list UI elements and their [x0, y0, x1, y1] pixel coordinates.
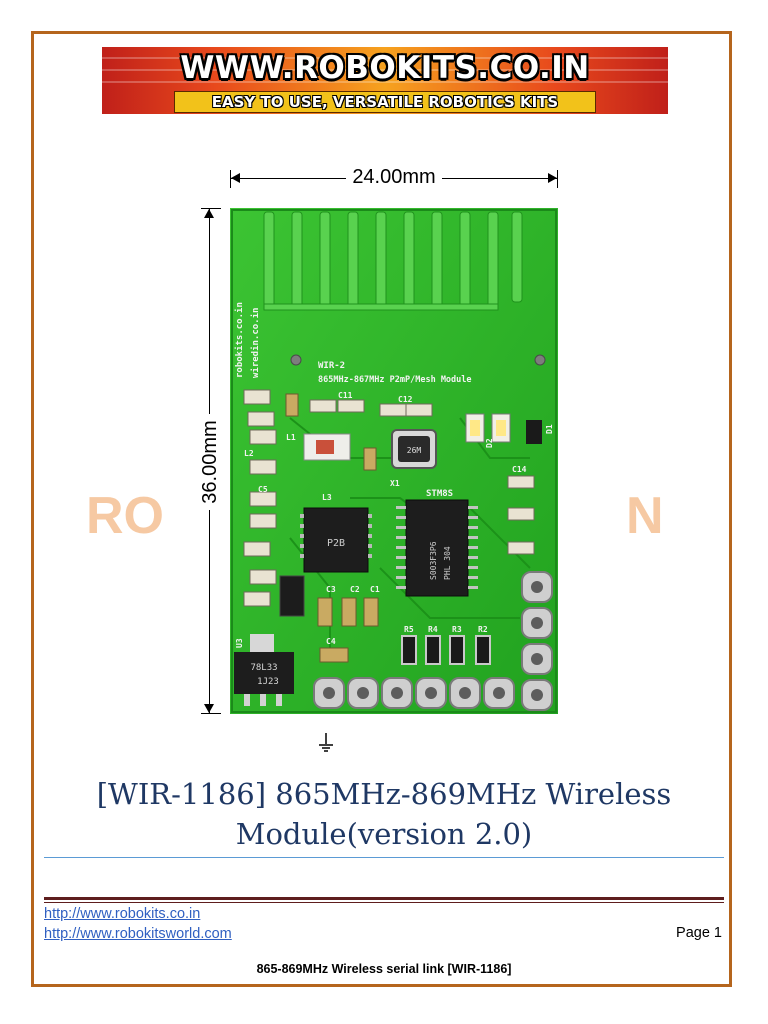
document-title: [WIR-1186] 865MHz-869MHz Wireless Module… — [44, 774, 724, 854]
page-number: Page 1 — [676, 925, 722, 941]
pcb-label: L3 — [322, 493, 332, 502]
pcb-label: U3 — [235, 638, 244, 648]
pcb-crystal-text: 26M — [407, 446, 422, 455]
pcb-label: R2 — [478, 625, 488, 634]
pcb-label: L2 — [244, 449, 254, 458]
pcb-label: X1 — [390, 479, 400, 488]
pcb-model-line1: WIR-2 — [318, 361, 345, 371]
height-dimension: 36.00mm — [198, 208, 222, 714]
pcb-model-line2: 865MHz-867MHz P2mP/Mesh Module — [318, 375, 472, 385]
pcb-regulator-text: 78L33 — [250, 663, 277, 673]
pcb-label: C14 — [512, 465, 527, 474]
footer-links: http://www.robokits.co.in http://www.rob… — [44, 904, 232, 944]
pcb-mcu-text-2: PHL 304 — [443, 546, 452, 580]
pcb-label: C12 — [398, 395, 413, 404]
pcb-label: L1 — [286, 433, 296, 442]
pcb-label: D2 — [485, 438, 494, 448]
pcb-mcu-label: STM8S — [426, 489, 453, 499]
document-title-line1: [WIR-1186] 865MHz-869MHz Wireless — [96, 777, 672, 811]
footer-rule-thin — [44, 902, 724, 903]
pcb-rf-chip-text: P2B — [327, 538, 345, 549]
robokits-banner[interactable]: WWW.ROBOKITS.CO.IN EASY TO USE, VERSATIL… — [102, 47, 668, 114]
pcb-label: R4 — [428, 625, 438, 634]
banner-url-text: WWW.ROBOKITS.CO.IN — [180, 50, 590, 86]
pcb-label: C4 — [326, 637, 336, 646]
title-underline — [44, 857, 724, 858]
banner-tagline: EASY TO USE, VERSATILE ROBOTICS KITS — [174, 91, 596, 113]
pcb-regulator-sub: 1J23 — [257, 677, 279, 687]
height-dimension-label: 36.00mm — [199, 414, 221, 510]
footer-caption: 865-869MHz Wireless serial link [WIR-118… — [256, 962, 512, 976]
pcb-mcu-text-1: S003F3P6 — [429, 541, 438, 580]
pcb-module-image: robokits.co.in wiredin.co.in WIR-2 865MH… — [230, 208, 558, 714]
pcb-label: C5 — [258, 485, 268, 494]
width-dimension-label: 24.00mm — [346, 166, 442, 188]
pcb-label: C3 — [326, 585, 336, 594]
footer-rule — [44, 897, 724, 900]
pcb-label: C1 — [370, 585, 380, 594]
page-frame — [31, 31, 732, 987]
pcb-label: C11 — [338, 391, 353, 400]
ground-icon — [319, 733, 333, 752]
pcb-label: C2 — [350, 585, 360, 594]
footer-link-robokits[interactable]: http://www.robokits.co.in — [44, 906, 201, 922]
pcb-label: R5 — [404, 625, 414, 634]
width-dimension: 24.00mm — [230, 166, 558, 190]
footer-link-robokitsworld[interactable]: http://www.robokitsworld.com — [44, 926, 232, 942]
document-title-line2: Module(version 2.0) — [235, 817, 533, 851]
watermark-right: N — [626, 487, 664, 545]
pcb-side-text-1: robokits.co.in — [234, 302, 245, 378]
watermark-left: RO — [86, 487, 164, 545]
pcb-label: R3 — [452, 625, 462, 634]
pcb-side-text-2: wiredin.co.in — [250, 308, 261, 378]
pcb-label: D1 — [545, 424, 554, 434]
